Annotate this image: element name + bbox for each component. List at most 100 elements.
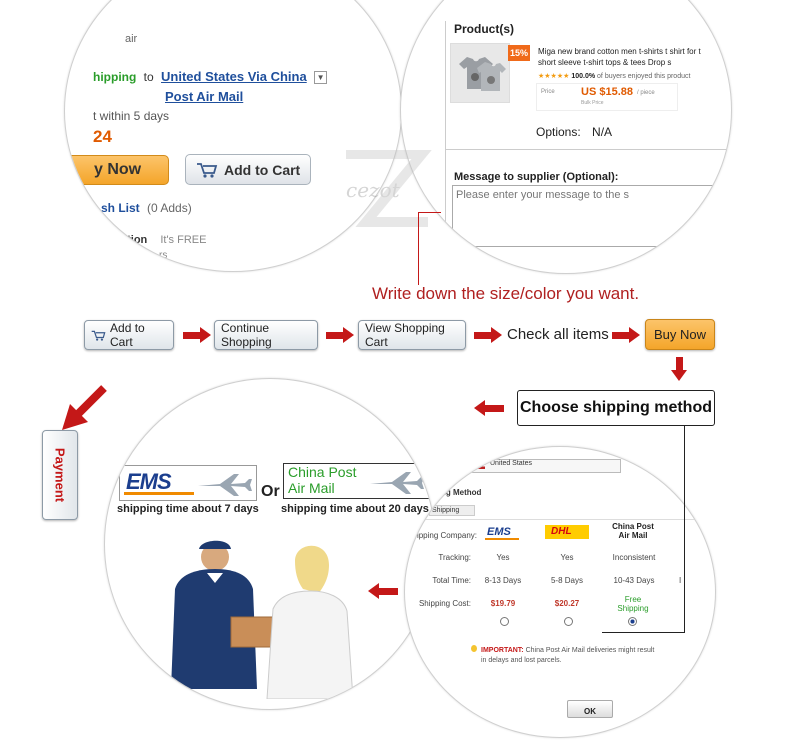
company-label: ipping Company: xyxy=(416,531,477,540)
shipping-method-link-line2[interactable]: Post Air Mail xyxy=(165,89,244,104)
price-unit: / piece xyxy=(637,90,655,96)
cart-icon xyxy=(197,162,218,178)
cost-ems: $19.79 xyxy=(490,599,516,608)
important-note: IMPORTANT: China Post Air Mail deliverie… xyxy=(471,645,671,666)
message-placeholder: Please enter your message to the s xyxy=(456,189,630,201)
or-label: Or xyxy=(261,483,280,500)
product-title[interactable]: Miga new brand cotton men t-shirts t shi… xyxy=(538,47,701,56)
cost-china-post: Free Shipping xyxy=(617,595,649,613)
delivery-time: t within 5 days xyxy=(93,109,170,123)
discount-badge: 15% xyxy=(508,45,530,61)
step-choose-shipping: Choose shipping method xyxy=(517,390,715,426)
price-value: US $15.88 xyxy=(581,86,633,98)
order-page-zoom: Product(s) 15% Miga new brand cotton men… xyxy=(400,0,732,274)
price-label: Price xyxy=(541,89,555,95)
bulk-price: Bulk Price xyxy=(581,100,604,106)
important-label: IMPORTANT: xyxy=(481,647,524,654)
shipping-dialog-zoom: United States pping Method Shipping ippi… xyxy=(404,446,716,738)
step-continue-shopping[interactable]: Continue Shopping xyxy=(214,320,318,350)
delivery-courier-illustration xyxy=(171,540,354,699)
total-time-china-post: 10-43 Days xyxy=(613,576,655,585)
shipping-tab[interactable]: Shipping xyxy=(429,505,475,516)
shipping-method-header: pping Method xyxy=(429,488,482,497)
step-payment-label: Payment xyxy=(52,447,68,503)
tracking-ems: Yes xyxy=(496,553,510,562)
wishlist-count: (0 Adds) xyxy=(147,201,192,215)
arrow-right-icon xyxy=(183,327,211,343)
china-post-logo: China Post Air Mail xyxy=(283,463,431,499)
bulb-icon xyxy=(471,645,477,652)
flag-icon xyxy=(473,462,485,469)
shipping-method-link[interactable]: United States Via China xyxy=(161,69,307,84)
connector-line-black xyxy=(602,426,685,633)
total-time-ems: 8-13 Days xyxy=(484,576,522,585)
product-thumbnail xyxy=(450,43,510,103)
options-row: Options: N/A xyxy=(536,125,612,139)
china-post-line2: Air Mail xyxy=(288,480,335,496)
cart-icon xyxy=(91,330,106,341)
add-to-cart-button[interactable]: Add to Cart xyxy=(185,154,311,185)
carrier-options-zoom: EMS Or China Post Air Mail shipping time… xyxy=(104,378,436,710)
step-continue-shopping-label: Continue Shopping xyxy=(221,321,272,349)
protection-row: ction It's FREE xyxy=(121,234,206,246)
protection-label: ction xyxy=(121,234,148,246)
radio-china-post[interactable] xyxy=(628,617,637,626)
extra-col-fragment: I xyxy=(679,576,682,585)
products-header: Product(s) xyxy=(454,22,514,36)
step-add-to-cart[interactable]: Add to Cart xyxy=(84,320,174,350)
radio-ems[interactable] xyxy=(500,617,509,626)
connector-line xyxy=(418,212,441,285)
buy-now-label: y Now xyxy=(94,161,142,178)
step-view-shopping-cart[interactable]: View Shopping Cart xyxy=(358,320,466,350)
arrow-left-icon xyxy=(474,400,504,416)
dhl-small-logo: DHL xyxy=(551,526,572,537)
step-buy-now-label: Buy Now xyxy=(653,327,707,342)
arrow-down-icon xyxy=(671,357,688,383)
rating-suffix: of buyers enjoyed this product xyxy=(595,73,691,80)
important-text-line2: in delays and lost parcels. xyxy=(481,657,562,664)
step-check-items: Check all items xyxy=(507,326,609,343)
ems-shipping-time: shipping time about 7 days xyxy=(117,503,259,515)
ems-small-logo: EMS xyxy=(487,526,511,538)
total-time-dhl: 5-8 Days xyxy=(550,576,583,585)
ok-label: OK xyxy=(584,707,596,716)
china-post-shipping-time: shipping time about 20 days xyxy=(281,503,429,515)
country-select[interactable]: United States xyxy=(469,459,621,473)
cost-label: Shipping Cost: xyxy=(418,599,471,608)
watermark-text: cezot xyxy=(346,178,400,202)
message-textarea[interactable]: Please enter your message to the s xyxy=(452,185,731,247)
rating-row: ★★★★★ 100.0% of buyers enjoyed this prod… xyxy=(538,72,690,80)
arrow-left-icon xyxy=(368,583,398,599)
step-choose-shipping-label: Choose shipping method xyxy=(520,399,712,416)
options-label: Options: xyxy=(536,125,581,139)
buy-now-button[interactable]: y Now xyxy=(65,155,169,185)
step-buy-now[interactable]: Buy Now xyxy=(645,319,715,350)
free-label: It's FREE xyxy=(160,234,207,246)
arrow-right-icon xyxy=(326,327,354,343)
shipping-label: hipping xyxy=(93,70,137,84)
options-value: N/A xyxy=(592,125,613,139)
rating-value: 100.0% xyxy=(571,73,596,80)
china-post-line1: China Post xyxy=(288,464,357,480)
fragment-rs: rs xyxy=(159,250,168,261)
product-title-line2[interactable]: short sleeve t-shirt tops & tees Drop s xyxy=(538,58,672,67)
tshirt-image-icon xyxy=(459,57,506,91)
dialog-divider xyxy=(425,519,705,520)
chevron-down-icon[interactable]: ▼ xyxy=(314,71,328,85)
message-label: Message to supplier (Optional): xyxy=(454,171,619,183)
ok-button[interactable]: OK xyxy=(567,700,613,718)
step-payment[interactable]: Payment xyxy=(42,430,78,520)
arrow-right-icon xyxy=(612,327,640,343)
step-add-to-cart-label: Add to Cart xyxy=(110,321,145,349)
ems-logo: EMS xyxy=(119,465,257,501)
important-text-line1: China Post Air Mail deliveries might res… xyxy=(525,647,655,654)
tracking-label: Tracking: xyxy=(438,553,471,562)
country-value: United States xyxy=(490,460,533,467)
radio-dhl[interactable] xyxy=(564,617,573,626)
to-word: to xyxy=(143,70,154,84)
airplane-icon xyxy=(198,474,252,496)
col-dhl: DHL xyxy=(545,525,589,539)
wishlist-link[interactable]: sh List xyxy=(101,201,140,215)
price-box: Price US $15.88 / piece Bulk Price xyxy=(536,83,678,111)
col-china-post: China Post Air Mail xyxy=(612,522,654,540)
